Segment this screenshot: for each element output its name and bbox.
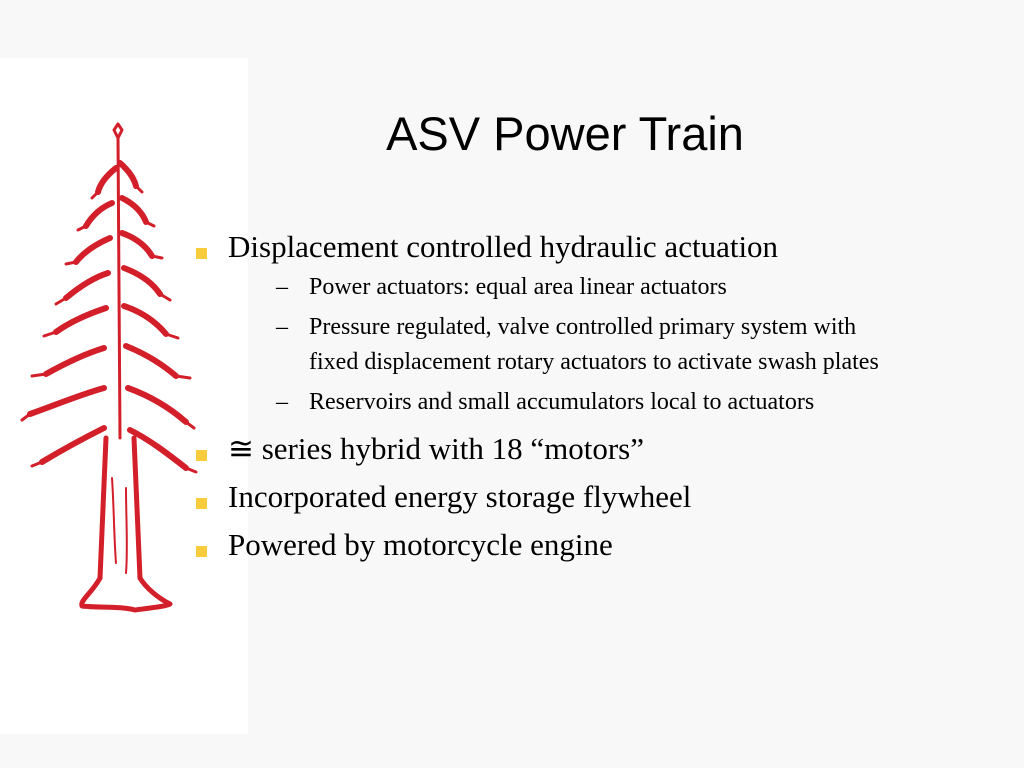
bullet-item: Incorporated energy storage flywheel xyxy=(192,478,932,516)
bullet-text: Displacement controlled hydraulic actuat… xyxy=(228,229,779,264)
logo-panel xyxy=(0,58,248,734)
redwood-tree-icon xyxy=(20,122,198,613)
sub-bullet-item: – Reservoirs and small accumulators loca… xyxy=(228,385,932,420)
dash-marker: – xyxy=(276,389,288,415)
bullet-item: ≅ series hybrid with 18 “motors” xyxy=(192,430,932,468)
sub-bullet-list: – Power actuators: equal area linear act… xyxy=(228,270,932,420)
dash-marker: – xyxy=(276,314,288,340)
sub-bullet-item: – Power actuators: equal area linear act… xyxy=(228,270,932,305)
bullet-text: Incorporated energy storage flywheel xyxy=(228,479,692,514)
square-bullet-icon xyxy=(196,248,207,259)
square-bullet-icon xyxy=(196,546,207,557)
sub-bullet-text: Power actuators: equal area linear actua… xyxy=(309,274,727,300)
sub-bullet-text: Reservoirs and small accumulators local … xyxy=(309,389,815,415)
bullet-item: Displacement controlled hydraulic actuat… xyxy=(192,228,932,420)
bullet-text: Powered by motorcycle engine xyxy=(228,527,613,562)
square-bullet-icon xyxy=(196,498,207,509)
sub-bullet-text: Pressure regulated, valve controlled pri… xyxy=(309,314,879,375)
slide-title: ASV Power Train xyxy=(386,107,744,160)
bullet-text: ≅ series hybrid with 18 “motors” xyxy=(228,431,644,466)
bullet-item: Powered by motorcycle engine xyxy=(192,526,932,564)
dash-marker: – xyxy=(276,274,288,300)
square-bullet-icon xyxy=(196,450,207,461)
bullet-list: Displacement controlled hydraulic actuat… xyxy=(192,228,932,574)
sub-bullet-item: – Pressure regulated, valve controlled p… xyxy=(228,310,932,380)
